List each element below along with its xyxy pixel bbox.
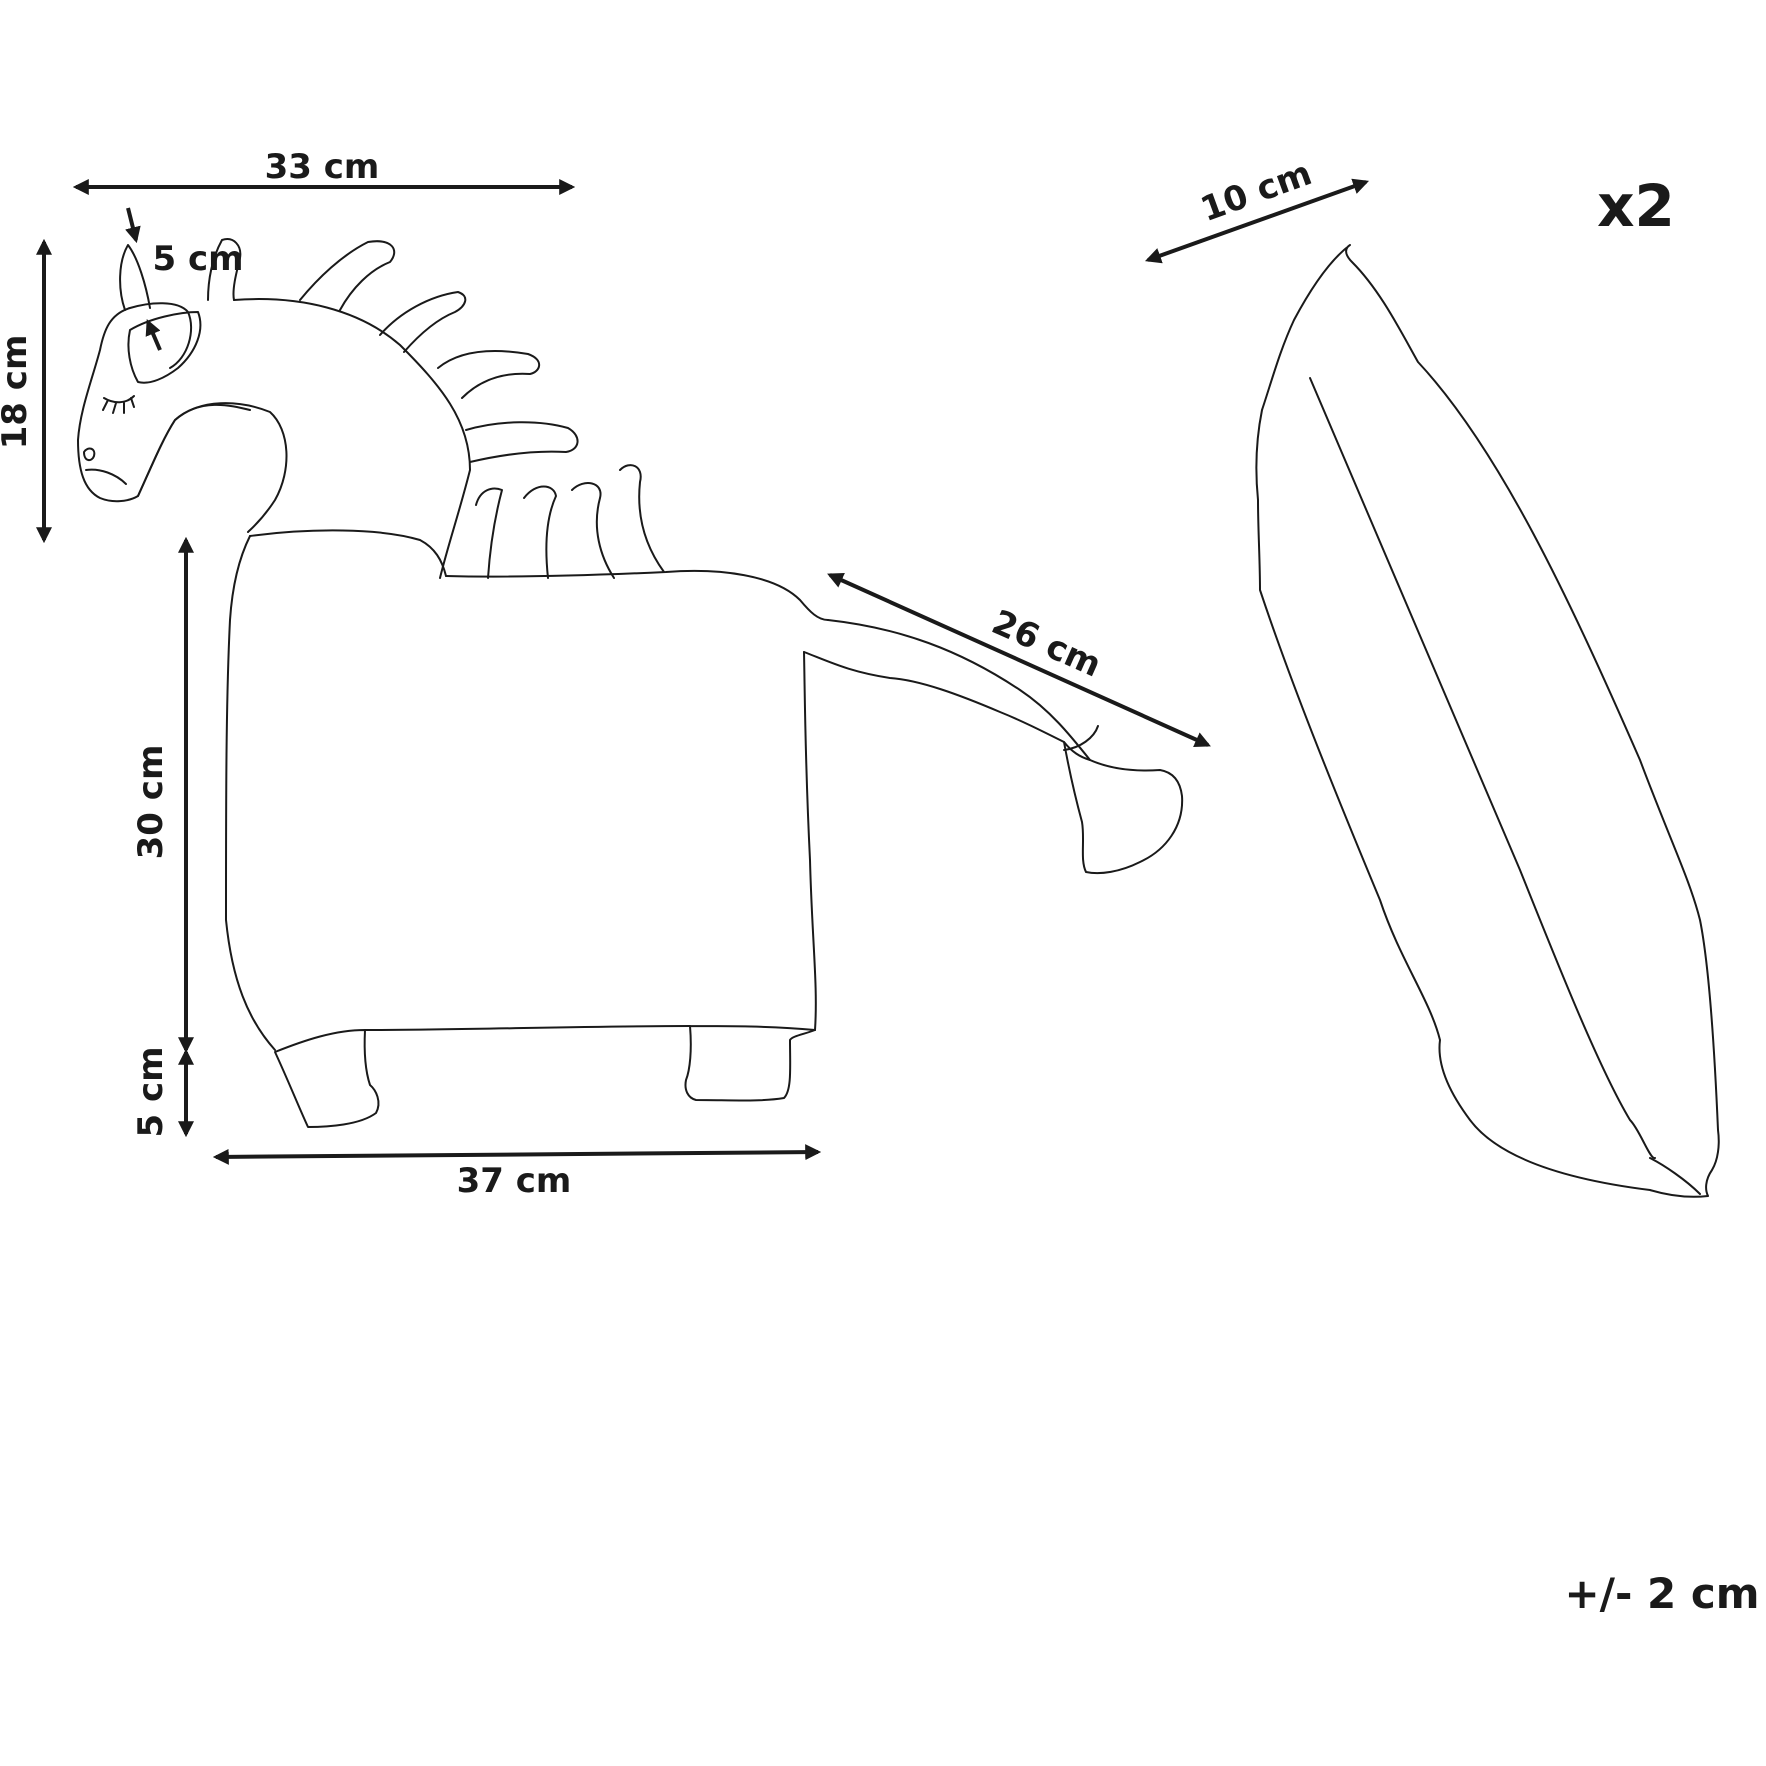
dimension-lines	[36, 178, 1370, 1165]
tolerance-label: +/- 2 cm	[1564, 1569, 1759, 1618]
rump	[803, 651, 817, 1031]
horse-pouf-outline	[77, 238, 1184, 1128]
tail-arrow	[827, 572, 1211, 748]
eye-patch	[127, 311, 202, 384]
leg-height-label: 5 cm	[131, 1046, 171, 1137]
right-ear	[207, 238, 242, 301]
cushion-body	[1255, 244, 1720, 1198]
mane-strand	[571, 482, 615, 579]
head-height-label: 18 cm	[0, 335, 35, 450]
cushion-crease	[1309, 377, 1656, 1160]
cushion-depth-label: 10 cm	[1195, 153, 1316, 230]
belly	[364, 1025, 691, 1031]
mane-strand	[465, 421, 579, 463]
chest-seam	[249, 529, 447, 577]
body-height-label: 30 cm	[131, 745, 171, 860]
mane-strand	[619, 464, 665, 573]
eyelash	[102, 395, 135, 414]
ear-arrow-top	[125, 207, 141, 244]
back-leg	[684, 1025, 816, 1102]
quantity-label: x2	[1597, 172, 1675, 240]
length-bottom-arrow	[212, 1144, 822, 1165]
cushion-outline	[1255, 244, 1720, 1198]
neck-back	[233, 298, 471, 579]
mane-strand	[379, 291, 467, 353]
mane-strand	[299, 240, 396, 311]
left-ear	[119, 244, 151, 311]
width-top-label: 33 cm	[265, 147, 380, 187]
mane-strand	[475, 487, 503, 579]
cushion-corner	[1649, 1157, 1701, 1195]
front-leg	[274, 1029, 380, 1128]
neck-front	[137, 402, 288, 533]
mouth	[85, 468, 127, 485]
back-line	[445, 569, 829, 621]
mane-strand	[437, 349, 541, 399]
tail-tuft	[1063, 741, 1184, 875]
ear-arrow-bottom	[145, 319, 162, 351]
cushion-depth-arrow	[1144, 178, 1370, 264]
length-bottom-label: 37 cm	[457, 1161, 572, 1201]
nostril	[83, 447, 96, 462]
body-front	[225, 535, 276, 1051]
ear-label: 5 cm	[152, 239, 243, 279]
mane-strand	[523, 485, 557, 579]
